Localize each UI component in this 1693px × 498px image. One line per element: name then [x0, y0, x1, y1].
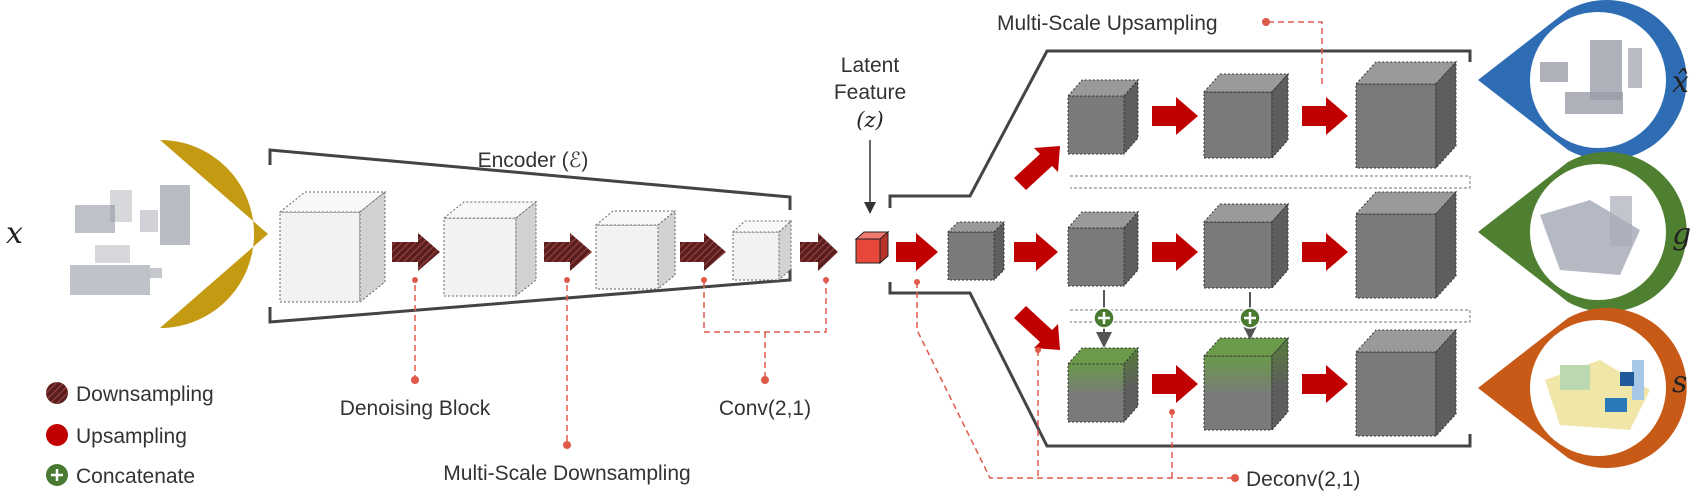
geometry-top-cube-2: [1202, 72, 1290, 160]
semantic-pointcloud-image: [1545, 360, 1650, 430]
sparse-pointcloud-image: [70, 185, 190, 295]
input-pointcloud-marker: [46, 139, 268, 328]
decoder-frame: [888, 49, 1472, 448]
output-marker-semantics: [1478, 308, 1687, 468]
geometry-top-cube-1: [1066, 78, 1140, 156]
leader-dots: [411, 18, 1270, 482]
deconv-label: Deconv(2,1): [1246, 468, 1360, 491]
latent-feature-cube: [854, 230, 890, 265]
reconstruction-pointcloud-image: [1540, 40, 1642, 114]
semantic-bottom-cube-3: [1354, 328, 1458, 438]
concatenate-links: [1093, 290, 1261, 348]
conv-label: Conv(2,1): [719, 397, 811, 420]
multi-scale-downsampling-label: Multi-Scale Downsampling: [443, 462, 690, 485]
multi-scale-upsampling-label: Multi-Scale Upsampling: [997, 12, 1218, 35]
leader-lines: [414, 21, 1323, 479]
latent-label-line2: Feature: [834, 81, 906, 104]
legend-item-concatenate: Concatenate: [46, 464, 195, 488]
encoder-cube-4: [731, 219, 793, 282]
upsampling-arrows: [896, 97, 1348, 403]
legend: Downsampling Upsampling Concatenate: [46, 382, 214, 488]
geometry-pointcloud-image: [1540, 196, 1640, 275]
semantic-bottom-cube-2: [1202, 336, 1290, 432]
geometry-mid-cube-3: [1354, 190, 1458, 300]
legend-label: Downsampling: [76, 383, 214, 406]
input-symbol: x: [6, 216, 23, 251]
legend-label: Upsampling: [76, 425, 187, 448]
output-symbol-geometry: g: [1672, 217, 1691, 252]
encoder-frame: [268, 148, 792, 324]
output-marker-reconstruction: [1478, 0, 1687, 160]
plus-glyph: [51, 469, 63, 481]
latent-label-line1: Latent: [841, 54, 900, 77]
hatched-circle-icon: [46, 382, 68, 404]
encoder-label: Encoder (ℰ): [478, 149, 589, 172]
concatenate-icon: [1239, 307, 1261, 329]
geometry-mid-cube-1: [1066, 210, 1140, 288]
output-symbol-reconstruction: x̂: [1672, 65, 1689, 100]
output-marker-geometry: [1478, 152, 1687, 313]
geometry-top-cube-3: [1354, 60, 1458, 170]
latent-symbol: (z): [856, 108, 883, 132]
legend-label: Concatenate: [76, 465, 195, 488]
denoising-block-label: Denoising Block: [340, 397, 491, 420]
legend-item-upsampling: Upsampling: [46, 424, 187, 448]
encoder-cube-1: [278, 190, 387, 304]
output-symbol-semantics: s: [1672, 365, 1687, 400]
branch-separators: [1070, 175, 1471, 323]
encoder-cube-2: [442, 200, 538, 298]
geometry-mid-cube-2: [1202, 202, 1290, 290]
encoder-cube-3: [594, 209, 677, 291]
legend-item-downsampling: Downsampling: [46, 382, 214, 406]
downsampling-arrows: [392, 233, 838, 271]
red-circle-icon: [46, 424, 68, 446]
decoder-stem-cube: [946, 220, 1006, 282]
concatenate-icon: [1093, 307, 1115, 329]
semantic-bottom-cube-1: [1066, 346, 1140, 424]
